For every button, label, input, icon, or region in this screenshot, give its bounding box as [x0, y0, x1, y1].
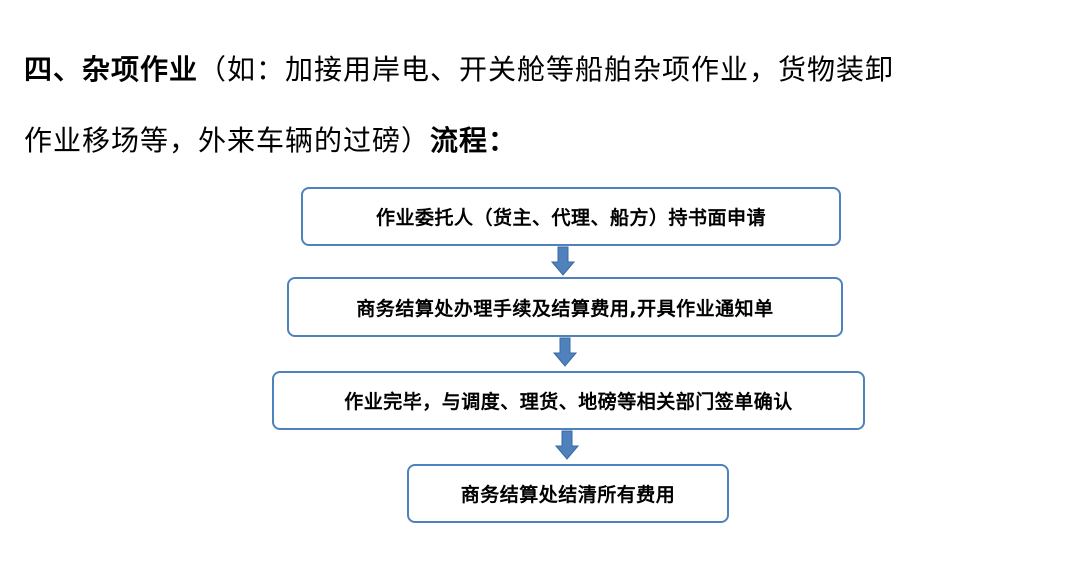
flow-step-2: 商务结算处办理手续及结算费用,开具作业通知单	[287, 277, 843, 337]
flow-step-3: 作业完毕，与调度、理货、地磅等相关部门签单确认	[272, 371, 865, 430]
section-description-part-1: （如：加接用岸电、开关舱等船舶杂项作业，货物装卸	[198, 53, 895, 86]
heading-line-1: 四、杂项作业（如：加接用岸电、开关舱等船舶杂项作业，货物装卸	[24, 50, 894, 90]
section-title: 四、杂项作业	[24, 53, 199, 86]
flow-step-4: 商务结算处结清所有费用	[407, 464, 729, 523]
flow-step-1: 作业委托人（货主、代理、船方）持书面申请	[301, 187, 841, 246]
section-process-label: 流程：	[430, 124, 518, 157]
down-arrow-icon	[553, 337, 577, 367]
section-description-part-2: 作业移场等，外来车辆的过磅）	[24, 124, 431, 157]
heading-line-2: 作业移场等，外来车辆的过磅）流程：	[24, 121, 517, 161]
down-arrow-icon	[551, 246, 575, 276]
down-arrow-icon	[555, 430, 579, 460]
